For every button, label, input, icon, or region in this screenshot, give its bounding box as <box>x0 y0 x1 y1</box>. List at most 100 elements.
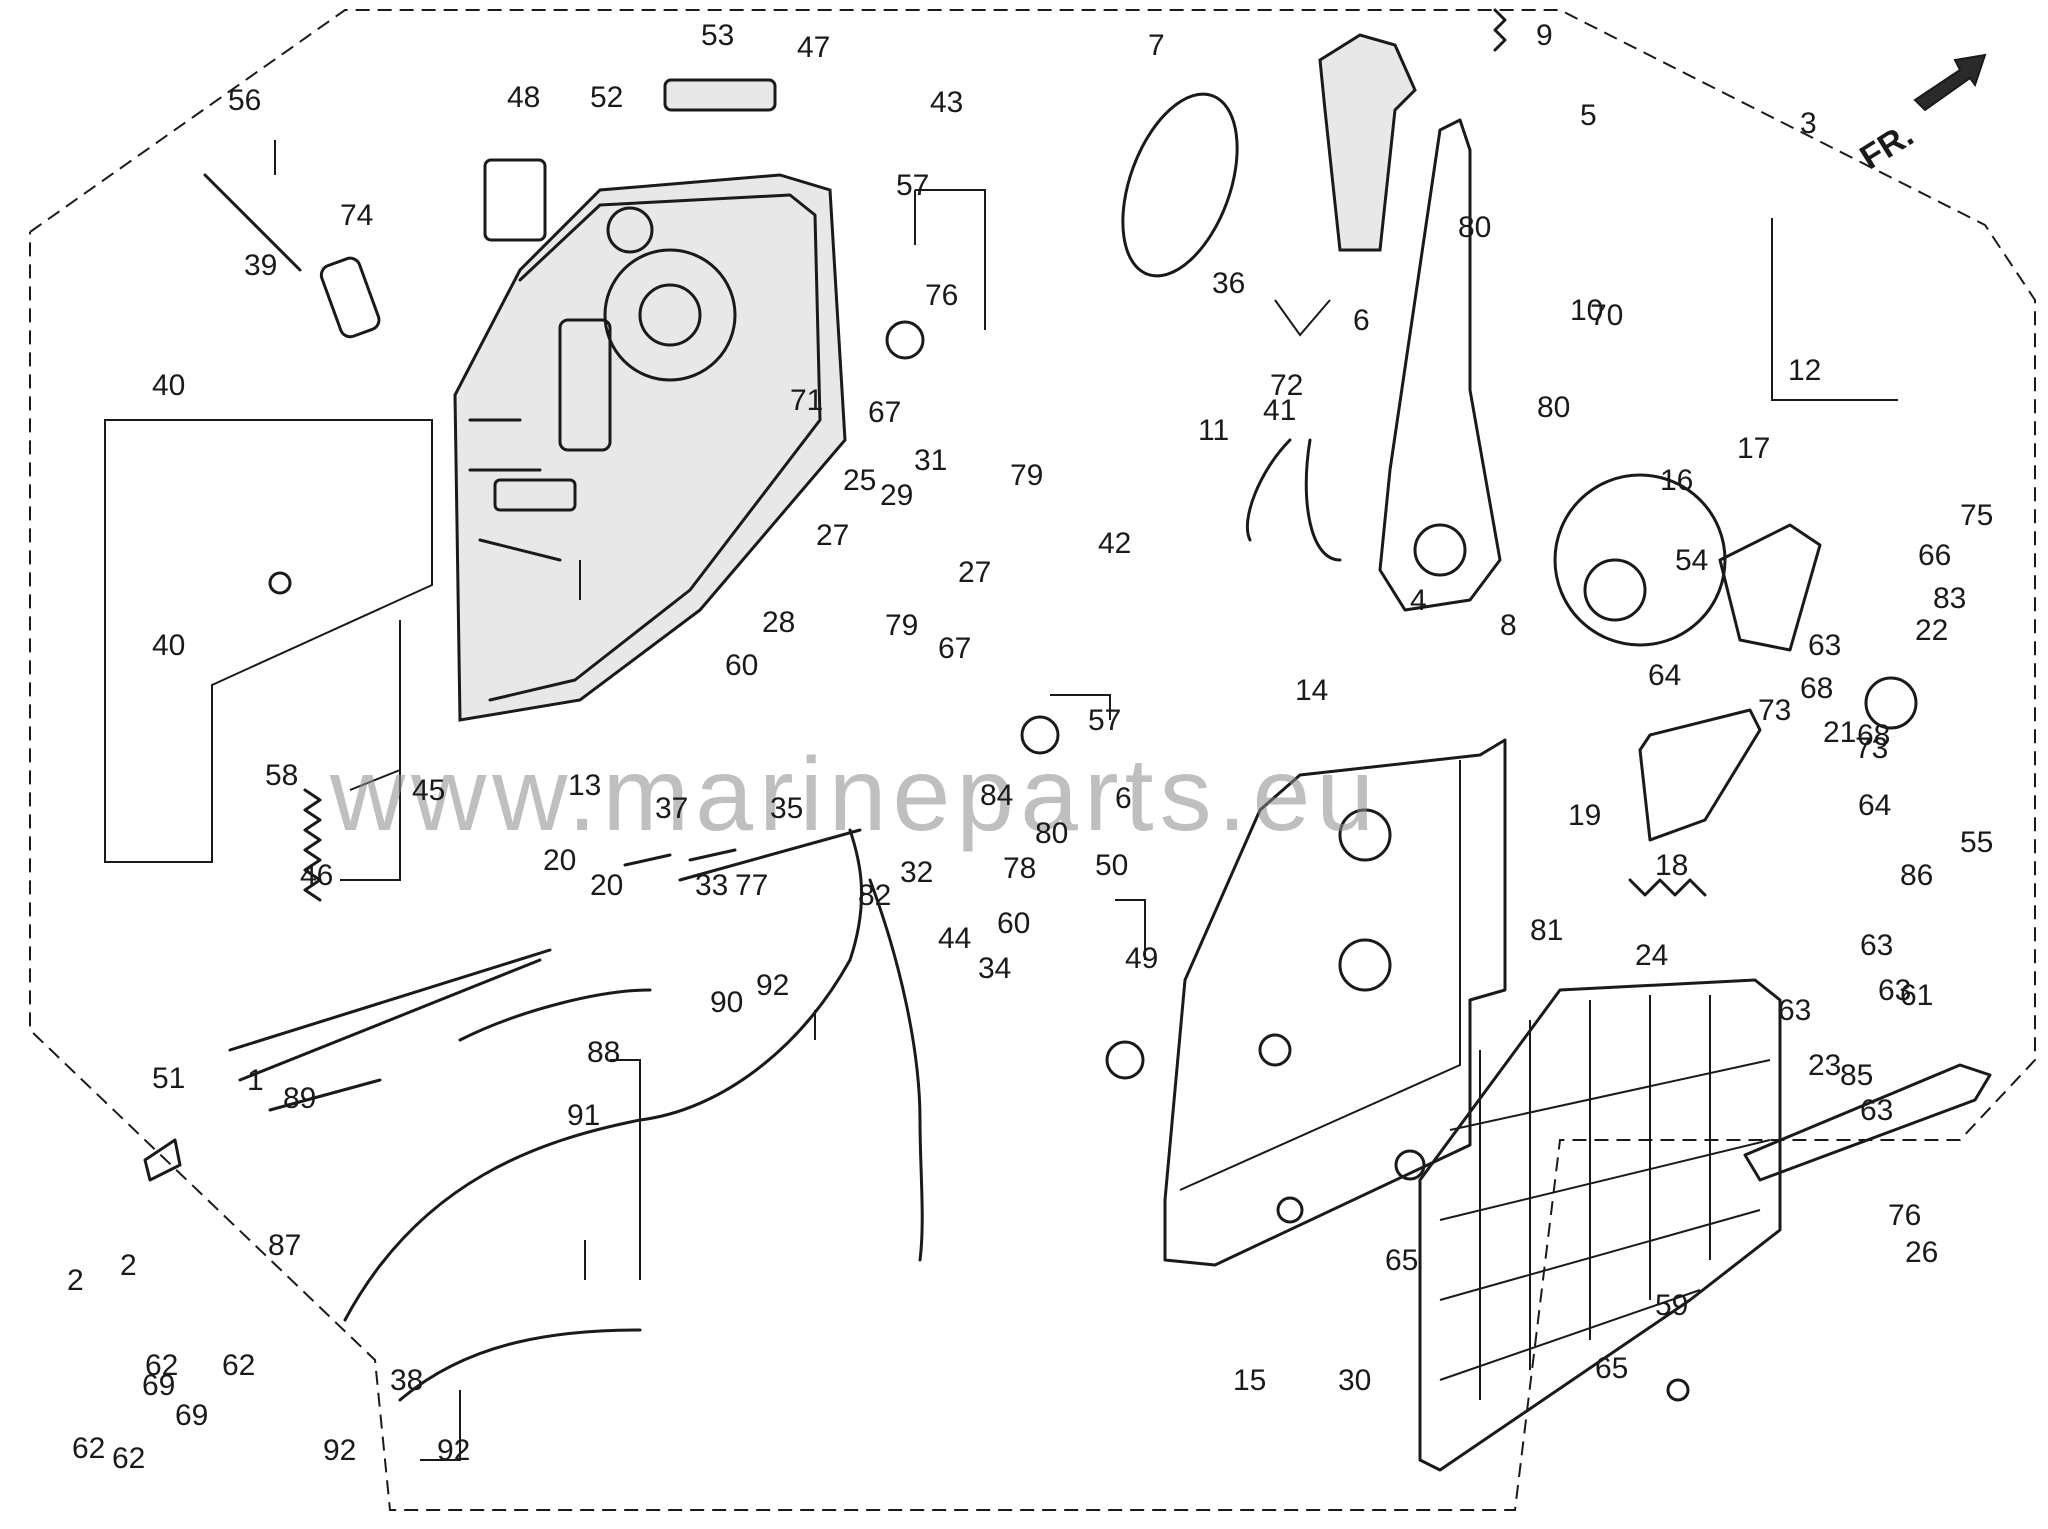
part-label: 57 <box>896 169 929 202</box>
part-label: 21 <box>1823 716 1856 749</box>
part-label: 81 <box>1530 914 1563 947</box>
part-label: 2 <box>120 1249 137 1282</box>
part-label: 80 <box>1035 817 1068 850</box>
part-label: 56 <box>228 84 261 117</box>
part-label: 17 <box>1737 432 1770 465</box>
part-label: 83 <box>1933 582 1966 615</box>
part-label: 74 <box>340 199 373 232</box>
part-label: 45 <box>412 774 445 807</box>
part-label: 6 <box>1353 304 1370 337</box>
part-label: 42 <box>1098 527 1131 560</box>
part-label: 90 <box>710 986 743 1019</box>
part-label: 33 <box>695 869 728 902</box>
part-label: 79 <box>1010 459 1043 492</box>
part-label: 84 <box>980 779 1013 812</box>
part-label: 11 <box>1198 414 1229 447</box>
part-label: 79 <box>885 609 918 642</box>
part-label: 92 <box>756 969 789 1002</box>
part-label: 48 <box>507 81 540 114</box>
part-label: 40 <box>152 629 185 662</box>
part-label: 71 <box>790 384 823 417</box>
part-label: 30 <box>1338 1364 1371 1397</box>
part-label: 7 <box>1148 29 1165 62</box>
part-label: 13 <box>568 769 601 802</box>
group-bracket-3 <box>1771 218 1898 401</box>
grid-cover <box>1418 978 1782 1472</box>
part-label: 63 <box>1778 994 1811 1027</box>
part-label: 76 <box>925 279 958 312</box>
part-label: 62 <box>145 1349 178 1382</box>
trim-ring <box>1121 92 1239 278</box>
part-label: 39 <box>244 249 277 282</box>
watermark: www.marineparts.eu <box>329 737 1380 853</box>
part-label: 41 <box>1263 394 1296 427</box>
part-label: 34 <box>978 952 1011 985</box>
part-label: 77 <box>735 869 768 902</box>
part-label: 52 <box>590 81 623 114</box>
part-label: 62 <box>72 1432 105 1465</box>
part-label: 25 <box>843 464 876 497</box>
part-label: 67 <box>868 396 901 429</box>
part-label: 4 <box>1410 584 1427 617</box>
part-label: 66 <box>1918 539 1951 572</box>
part-label: 68 <box>1800 672 1833 705</box>
part-label: 20 <box>543 844 576 877</box>
part-label: 23 <box>1808 1049 1841 1082</box>
bracket-plate-17 <box>1718 523 1822 652</box>
part-label: 78 <box>1003 852 1036 885</box>
part-label: 47 <box>797 31 830 64</box>
part-label: 61 <box>1900 979 1933 1012</box>
part-label: 58 <box>265 759 298 792</box>
part-label: 50 <box>1095 849 1128 882</box>
part-label: 64 <box>1648 659 1681 692</box>
part-label: 14 <box>1295 674 1328 707</box>
control-box-housing <box>453 173 847 722</box>
part-label: 40 <box>152 369 185 402</box>
part-label: 6 <box>1115 782 1132 815</box>
cover-panel <box>1163 738 1507 1267</box>
part-label: 54 <box>1675 544 1708 577</box>
part-label: 65 <box>1385 1244 1418 1277</box>
group-box-39 <box>104 419 433 863</box>
part-label: 29 <box>880 479 913 512</box>
part-label: 63 <box>1878 974 1911 1007</box>
assembly-boundary <box>29 9 2036 1511</box>
part-label: 49 <box>1125 942 1158 975</box>
part-label: 73 <box>1855 732 1888 765</box>
part-label: 76 <box>1888 1199 1921 1232</box>
part-label: 46 <box>300 859 333 892</box>
part-label: 91 <box>567 1099 600 1132</box>
part-label: 63 <box>1860 929 1893 962</box>
part-label: 19 <box>1568 799 1601 832</box>
part-label: 59 <box>1655 1289 1688 1322</box>
part-label: 88 <box>587 1036 620 1069</box>
part-label: 73 <box>1758 694 1791 727</box>
part-label: 9 <box>1536 19 1553 52</box>
part-label: 27 <box>958 556 991 589</box>
part-label: 92 <box>437 1434 470 1467</box>
leader-lines <box>274 140 1331 1461</box>
part-label: 92 <box>323 1434 356 1467</box>
part-label: 2 <box>67 1264 84 1297</box>
part-label: 87 <box>268 1229 301 1262</box>
part-label: 63 <box>1860 1094 1893 1127</box>
part-label: 22 <box>1915 614 1948 647</box>
wire-harness <box>228 438 1342 1402</box>
part-label: 18 <box>1655 849 1688 882</box>
part-label: 75 <box>1960 499 1993 532</box>
part-label: 80 <box>1537 391 1570 424</box>
bracket-plate-18 <box>1638 708 1762 842</box>
part-label: 82 <box>858 879 891 912</box>
part-label: 80 <box>1458 211 1491 244</box>
part-label: 3 <box>1800 107 1817 140</box>
part-label: 5 <box>1580 99 1597 132</box>
part-label: 8 <box>1500 609 1517 642</box>
part-label: 64 <box>1858 789 1891 822</box>
control-lever <box>1318 33 1502 612</box>
part-label: 35 <box>770 792 803 825</box>
part-label: 38 <box>390 1364 423 1397</box>
front-direction-label: FR. <box>1853 116 1920 177</box>
part-label: 24 <box>1635 939 1668 972</box>
part-label: 27 <box>816 519 849 552</box>
part-label: 85 <box>1840 1059 1873 1092</box>
